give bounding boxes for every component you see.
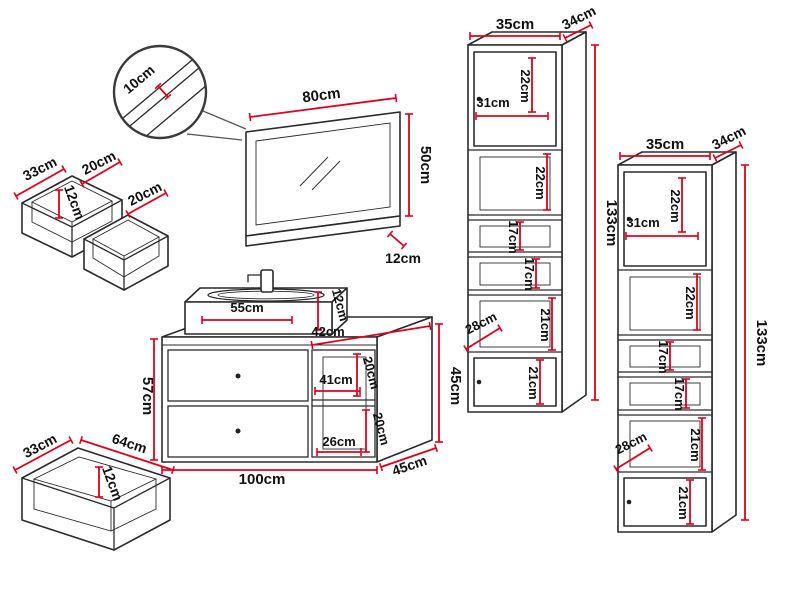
- cabinet-height-label: 133cm: [753, 320, 770, 367]
- vanity-unit: 55cm 12cm 42cm 57cm 45cm 20cm 41cm 20cm …: [139, 269, 464, 488]
- drawer-knob: [235, 428, 241, 434]
- mirror-frame: [245, 111, 401, 237]
- drawer-knob: [235, 373, 241, 379]
- cabinet-width-label: 35cm: [496, 16, 534, 33]
- cabinet-depth-label: 34cm: [709, 122, 748, 153]
- tall-cabinet-1: 35cm 34cm 133cm 22cm 31cm 22cm 17cm 17cm…: [463, 2, 620, 413]
- dim-line: [562, 21, 594, 42]
- compartment-height-label: 21cm: [538, 308, 553, 341]
- drawer-width-label: 64cm: [110, 430, 149, 456]
- vanity-depth-label: 45cm: [390, 452, 429, 479]
- shelf-height-label: 17cm: [522, 257, 537, 290]
- dim-line: [712, 141, 744, 162]
- shelf-depth-label: 20cm: [79, 147, 118, 178]
- callout-leader-line: [202, 110, 247, 130]
- niche-bottom-width-label: 26cm: [322, 434, 355, 449]
- dim-line: [125, 189, 169, 218]
- compartment-height-label: 21cm: [526, 366, 541, 399]
- faucet: [247, 269, 274, 293]
- shelf-height-label: 17cm: [672, 377, 687, 410]
- compartment-height-label: 22cm: [683, 286, 698, 319]
- compartment-height-label: 22cm: [518, 69, 533, 102]
- drawer-box-outline: [21, 447, 171, 551]
- dim-line: [154, 82, 172, 101]
- vanity-drawer-front: [167, 405, 309, 458]
- callout-leader-line: [186, 133, 243, 141]
- shelf-height-label: 17cm: [506, 220, 521, 253]
- cabinet-depth-label: 34cm: [559, 2, 598, 33]
- shelf-height-label: 17cm: [656, 340, 671, 373]
- dim-line: [79, 158, 123, 188]
- vanity-width-label: 100cm: [239, 471, 286, 488]
- cabinet-width-label: 35cm: [646, 136, 684, 153]
- sink-width-label: 55cm: [230, 300, 263, 315]
- niche-width-label: 41cm: [319, 372, 352, 387]
- compartment-height-label: 22cm: [668, 189, 683, 222]
- counter-depth-label: 42cm: [311, 324, 344, 339]
- cabinet-height-label: 133cm: [603, 200, 620, 247]
- compartment-height-label: 21cm: [688, 428, 703, 461]
- bottom-drawer: 33cm 64cm 12cm: [12, 430, 176, 551]
- vanity-height-label: 57cm: [139, 377, 156, 415]
- detail-callout: 10cm: [112, 44, 247, 141]
- vanity-drawer-front: [167, 349, 309, 402]
- dim-line: [378, 443, 439, 472]
- compartment-width-label: 31cm: [476, 95, 509, 110]
- vanity-open-niche: [311, 349, 376, 458]
- mirror-glass: [255, 122, 391, 226]
- mirror-shelf: [245, 215, 401, 247]
- dim-line: [78, 435, 176, 475]
- dim-line: [248, 93, 398, 122]
- mirror-shelf-depth-label: 12cm: [385, 250, 421, 266]
- dim-line: [613, 444, 653, 473]
- compartment-height-label: 21cm: [676, 486, 691, 519]
- dim-line: [12, 436, 74, 474]
- vanity-side-height-label: 45cm: [447, 367, 464, 405]
- wall-shelf-unit: 33cm 20cm 12cm 20cm: [13, 147, 169, 291]
- shelf-length-label: 33cm: [20, 153, 59, 184]
- dim-line: [386, 230, 408, 250]
- mirror-width-label: 80cm: [301, 85, 341, 107]
- dim-line: [310, 321, 432, 350]
- dim-line: [463, 324, 503, 353]
- mirror: 80cm 50cm 12cm: [245, 85, 434, 266]
- compartment-height-label: 22cm: [533, 166, 548, 199]
- compartment-width-label: 31cm: [626, 215, 659, 230]
- dim-line: [13, 165, 67, 200]
- tall-cabinet-2: 35cm 34cm 133cm 22cm 31cm 22cm 17cm 17cm…: [613, 122, 770, 533]
- mirror-height-label: 50cm: [417, 146, 434, 184]
